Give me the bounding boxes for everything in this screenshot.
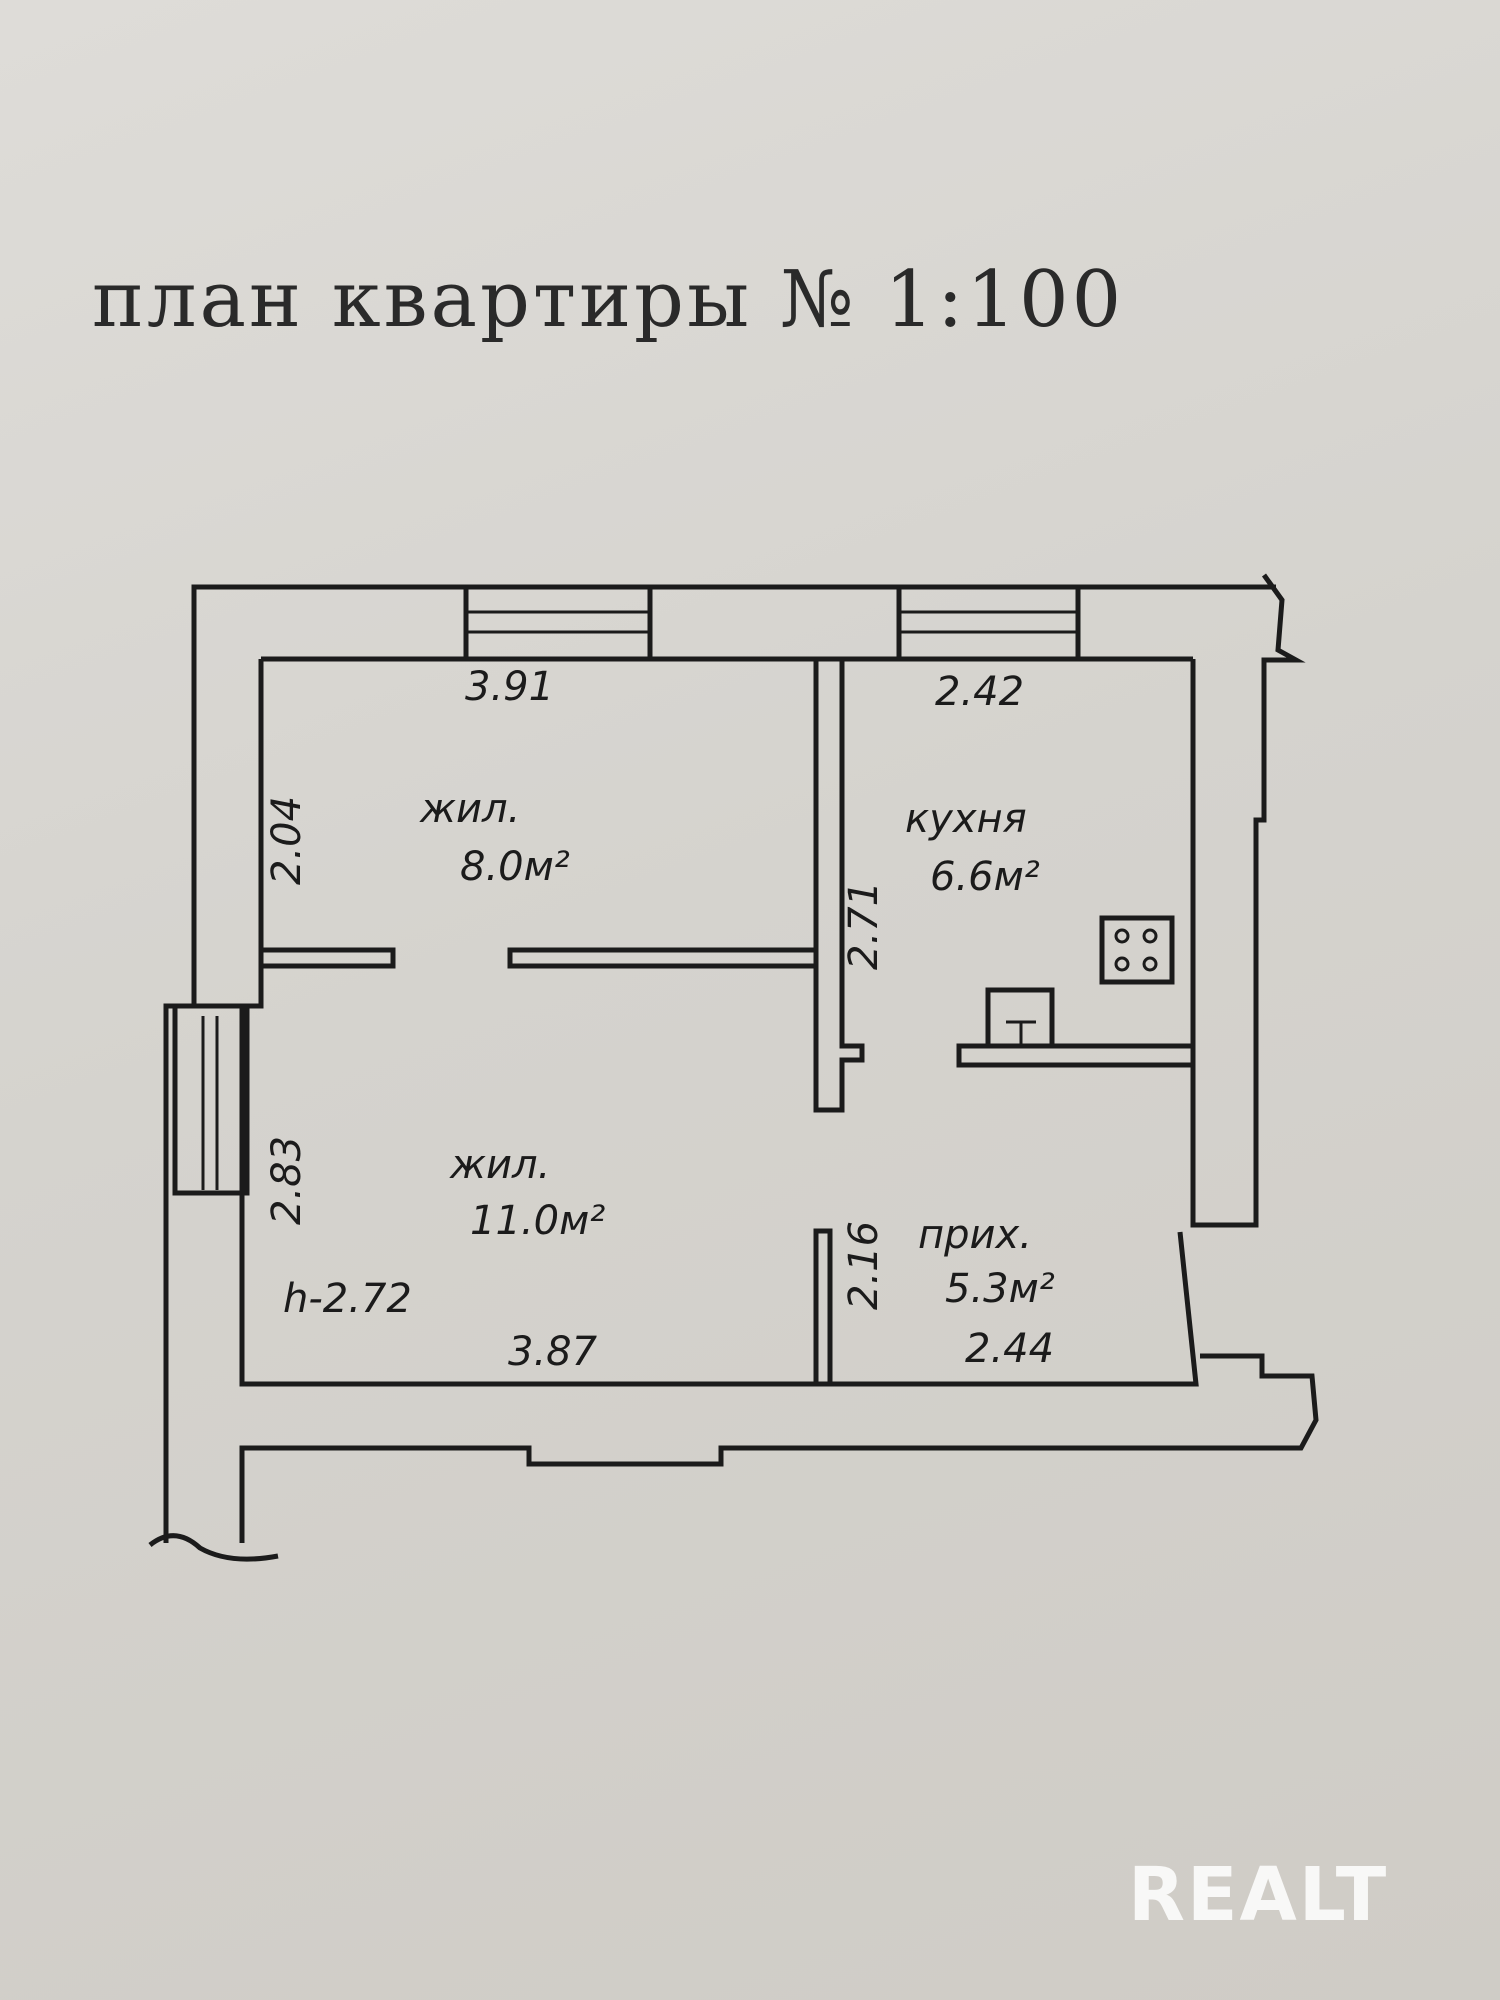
window-top-left <box>463 584 653 662</box>
partition-vertical-lower <box>813 1228 833 1387</box>
dim-bottom-right: 2.44 <box>965 1326 1054 1372</box>
dim-mid-lower: 2.16 <box>841 1221 887 1310</box>
room-name-bedroom-2: жил. <box>449 1142 550 1188</box>
stove-icon <box>1099 915 1175 985</box>
bottom-outer-wall <box>239 1353 1319 1543</box>
watermark-logo: REALT <box>1128 1852 1389 1938</box>
room-area-hallway: 5.3м² <box>945 1266 1055 1312</box>
dim-mid-upper: 2.71 <box>841 881 887 970</box>
room-name-kitchen: кухня <box>905 796 1027 842</box>
window-left <box>172 1003 250 1196</box>
partition-vertical-upper <box>813 659 865 1113</box>
room-name-hallway: прих. <box>918 1212 1032 1258</box>
pier <box>647 584 902 662</box>
ceiling-height: h-2.72 <box>283 1276 412 1322</box>
dim-left-lower: 2.83 <box>264 1136 310 1225</box>
partition-horizontal-left <box>258 947 396 969</box>
room-area-bedroom-1: 8.0м² <box>460 844 570 890</box>
window-top-right <box>896 584 1081 662</box>
dim-top-right: 2.42 <box>935 669 1024 715</box>
entry-curve <box>148 1533 279 1562</box>
room-area-kitchen: 6.6м² <box>930 854 1040 900</box>
sink-icon <box>985 987 1055 1049</box>
dim-bottom-left: 3.87 <box>508 1329 598 1375</box>
partition-horizontal-right <box>507 947 819 969</box>
room-area-bedroom-2: 11.0м² <box>470 1198 605 1244</box>
plan-title: план квартиры № 1:100 <box>92 255 1125 345</box>
kitchen-counter <box>956 1043 1196 1068</box>
outer-wall-right <box>1190 573 1306 1228</box>
room-name-bedroom-1: жил. <box>419 786 520 832</box>
dim-top-left: 3.91 <box>465 664 554 710</box>
dim-left-upper: 2.04 <box>264 796 310 885</box>
